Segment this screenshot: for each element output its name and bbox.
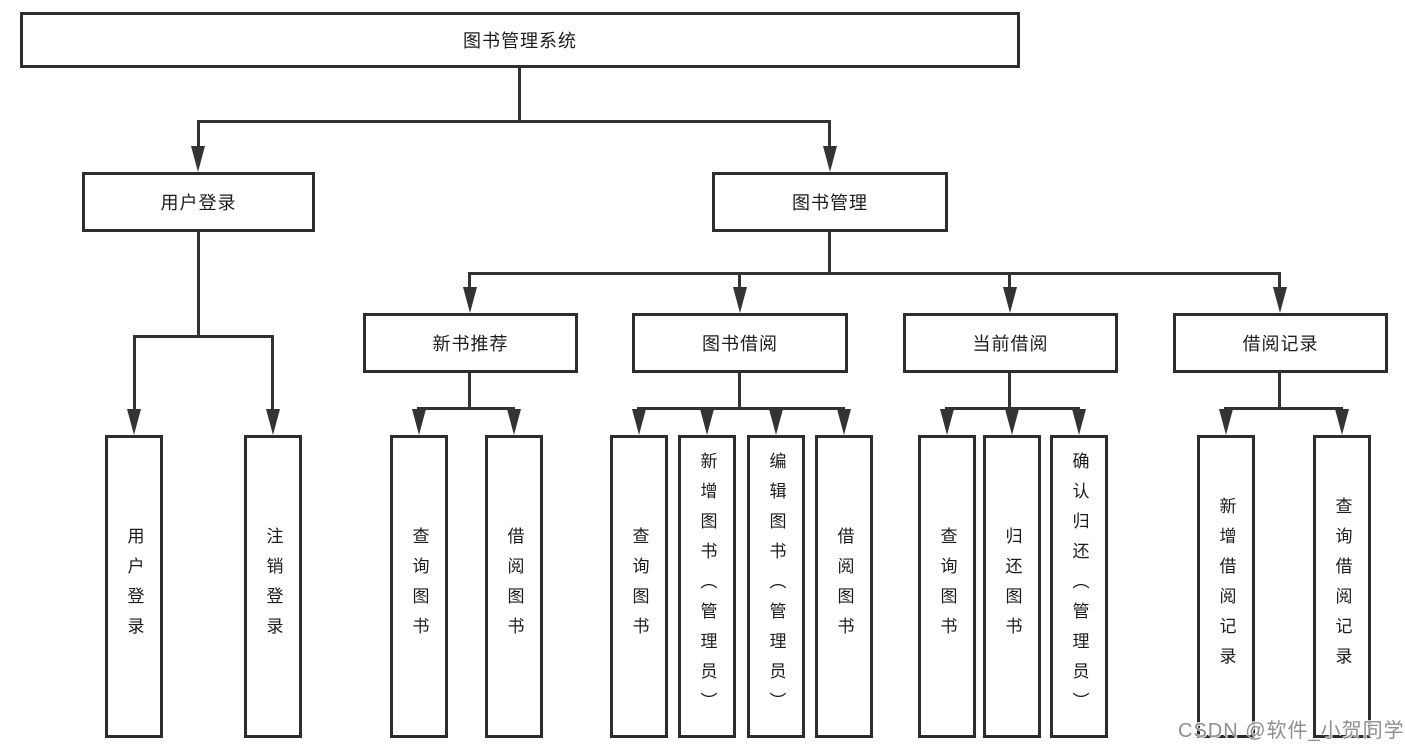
connector-leg-current-borrow <box>1008 272 1011 289</box>
arrow-down-icon <box>463 287 477 313</box>
connector-book-management-rail <box>468 272 1281 275</box>
arrow-down-icon <box>1005 409 1019 435</box>
connector-leg-borrow-records <box>1278 272 1281 289</box>
connector-borrow-records-rail <box>1224 407 1343 410</box>
node-book-borrow: 图书借阅 <box>632 313 848 373</box>
connector-borrow-records-stub <box>1278 373 1281 407</box>
arrow-down-icon <box>191 146 205 172</box>
node-label: 查询借阅记录 <box>1332 496 1352 677</box>
csdn-watermark: CSDN @软件_小贺同学 <box>1178 720 1405 742</box>
node-label: 用户登录 <box>160 193 237 213</box>
arrow-down-icon <box>700 409 714 435</box>
arrow-down-icon <box>127 409 141 435</box>
arrow-down-icon <box>507 409 521 435</box>
arrow-down-icon <box>769 409 783 435</box>
connector-book-borrow-rail <box>637 407 844 410</box>
node-label: 新增图书（管理员） <box>697 451 717 722</box>
node-borrow-records: 借阅记录 <box>1173 313 1388 373</box>
node-label: 编辑图书（管理员） <box>766 451 786 722</box>
node-label: 归还图书 <box>1002 526 1022 647</box>
connector-book-borrow-stub <box>738 373 741 407</box>
node-label: 新书推荐 <box>432 334 509 354</box>
connector-user-login-stub <box>197 232 200 335</box>
connector-leg-book-management <box>828 120 831 148</box>
arrow-down-icon <box>1072 409 1086 435</box>
connector-leg-user-login <box>197 120 200 148</box>
connector-book-management-stub <box>828 232 831 272</box>
arrow-down-icon <box>1003 287 1017 313</box>
connector-leg-logout <box>271 335 274 411</box>
node-book-management: 图书管理 <box>712 172 948 232</box>
node-label: 借阅图书 <box>504 526 524 647</box>
arrow-down-icon <box>940 409 954 435</box>
leaf-confirm-return-admin: 确认归还（管理员） <box>1050 435 1108 738</box>
leaf-user-login: 用户登录 <box>105 435 163 738</box>
node-label: 注销登录 <box>263 526 283 647</box>
arrow-down-icon <box>266 409 280 435</box>
node-label: 当前借阅 <box>972 334 1049 354</box>
arrow-down-icon <box>1219 409 1233 435</box>
node-label: 查询图书 <box>937 526 957 647</box>
leaf-return-books: 归还图书 <box>983 435 1041 738</box>
connector-leg-login <box>133 335 136 411</box>
node-new-book-recommend: 新书推荐 <box>363 313 578 373</box>
leaf-borrow-books-recommend: 借阅图书 <box>485 435 543 738</box>
connector-new-book-stub <box>468 373 471 407</box>
connector-user-login-rail <box>133 335 274 338</box>
arrow-down-icon <box>1273 287 1287 313</box>
arrow-down-icon <box>837 409 851 435</box>
node-label: 图书借阅 <box>702 334 778 354</box>
node-user-login: 用户登录 <box>82 172 315 232</box>
node-current-borrow: 当前借阅 <box>903 313 1118 373</box>
node-label: 确认归还（管理员） <box>1069 451 1089 722</box>
connector-current-borrow-stub <box>1008 373 1011 407</box>
leaf-query-books-recommend: 查询图书 <box>390 435 448 738</box>
node-label: 用户登录 <box>124 526 144 647</box>
arrow-down-icon <box>1335 409 1349 435</box>
connector-root-rail <box>197 120 831 123</box>
node-label: 图书管理系统 <box>463 31 577 51</box>
leaf-borrow-books: 借阅图书 <box>815 435 873 738</box>
leaf-edit-books-admin: 编辑图书（管理员） <box>747 435 805 738</box>
leaf-logout: 注销登录 <box>244 435 302 738</box>
leaf-add-borrow-record: 新增借阅记录 <box>1197 435 1255 738</box>
arrow-down-icon <box>823 146 837 172</box>
connector-root-stub <box>518 68 521 120</box>
connector-leg-new-book <box>468 272 471 289</box>
leaf-query-books-borrow: 查询图书 <box>610 435 668 738</box>
node-label: 借阅记录 <box>1242 334 1319 354</box>
leaf-query-books-current: 查询图书 <box>918 435 976 738</box>
arrow-down-icon <box>412 409 426 435</box>
connector-new-book-rail <box>417 407 515 410</box>
leaf-query-borrow-record: 查询借阅记录 <box>1313 435 1371 738</box>
arrow-down-icon <box>632 409 646 435</box>
arrow-down-icon <box>733 287 747 313</box>
leaf-add-books-admin: 新增图书（管理员） <box>678 435 736 738</box>
node-label: 图书管理 <box>792 193 868 213</box>
node-label: 新增借阅记录 <box>1216 496 1236 677</box>
node-label: 查询图书 <box>629 526 649 647</box>
node-label: 借阅图书 <box>834 526 854 647</box>
node-label: 查询图书 <box>409 526 429 647</box>
connector-leg-book-borrow <box>738 272 741 289</box>
node-library-management-system: 图书管理系统 <box>20 12 1020 68</box>
